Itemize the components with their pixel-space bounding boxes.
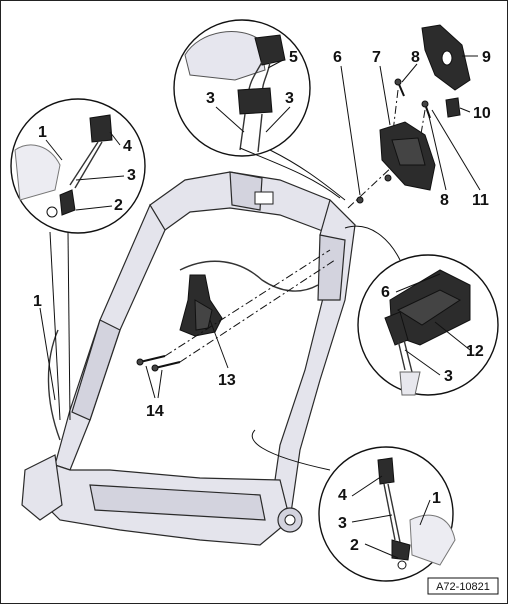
callout-8-upper: 8 <box>411 49 420 66</box>
detail-circle-top <box>173 19 346 201</box>
callout-6-mid: 6 <box>333 49 342 66</box>
callout-13: 13 <box>218 372 236 389</box>
callout-3-right: 3 <box>444 368 453 385</box>
callout-2-topleft: 2 <box>114 197 123 214</box>
callout-3-top-left: 3 <box>206 90 215 107</box>
callout-1-left: 1 <box>33 293 42 310</box>
callout-labels: 5 3 3 1 4 3 2 6 7 8 9 10 8 11 1 6 12 3 1… <box>33 49 491 554</box>
center-bracket-part-13 <box>179 274 223 337</box>
callout-3-top-right: 3 <box>285 90 294 107</box>
callout-3-topleft: 3 <box>127 167 136 184</box>
side-airbag-parts <box>356 24 471 204</box>
callout-4-topleft: 4 <box>123 138 132 155</box>
callout-6-right: 6 <box>381 284 390 301</box>
callout-14: 14 <box>146 403 164 420</box>
callout-12: 12 <box>466 343 484 360</box>
reference-code-box: A72-10821 <box>427 577 499 595</box>
callout-3-bottomright: 3 <box>338 515 347 532</box>
callout-2-bottomright: 2 <box>350 537 359 554</box>
detail-circle-bottom-right <box>251 429 456 582</box>
detail-circle-right <box>344 225 499 396</box>
callout-leaders <box>39 55 481 559</box>
callout-1-topleft: 1 <box>38 124 47 141</box>
screws-part-14 <box>136 355 181 372</box>
reference-code: A72-10821 <box>436 581 490 593</box>
callout-10: 10 <box>473 105 491 122</box>
backrest-frame <box>21 171 356 546</box>
callout-9: 9 <box>482 49 491 66</box>
callout-7: 7 <box>372 49 381 66</box>
callout-1-bottomright: 1 <box>432 490 441 507</box>
callout-11: 11 <box>472 192 489 209</box>
detail-circle-top-left <box>10 98 146 421</box>
callout-4-bottomright: 4 <box>338 487 347 504</box>
callout-5: 5 <box>289 49 298 66</box>
callout-8-lower: 8 <box>440 192 449 209</box>
